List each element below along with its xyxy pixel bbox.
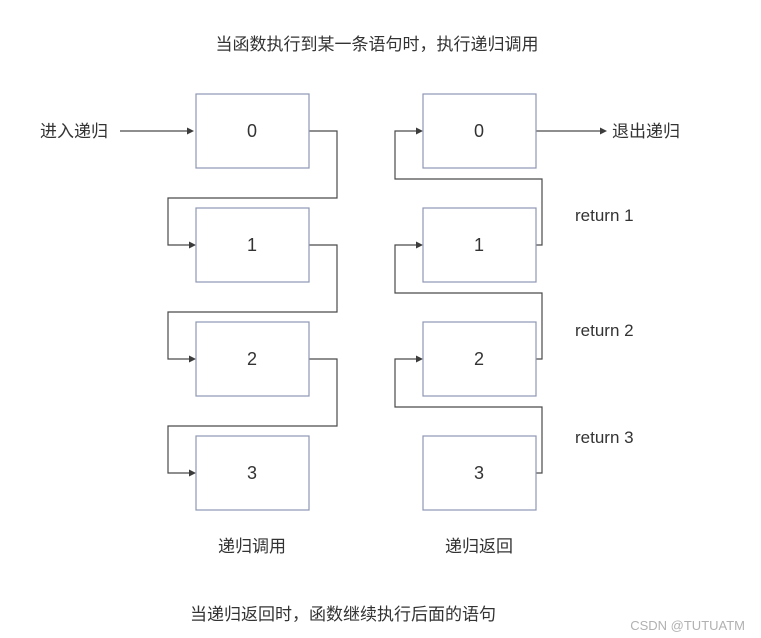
return-frame-box-3 — [422, 435, 537, 511]
csdn-watermark: CSDN @TUTUATM — [630, 618, 745, 633]
call-column-numbers: 0 1 2 3 — [247, 121, 257, 483]
call-connector-1-2 — [167, 244, 338, 363]
return-connector-2-1 — [394, 241, 543, 360]
return-frame-number: 3 — [474, 463, 484, 483]
call-connector-0-1 — [167, 130, 338, 249]
call-frame-box-2 — [195, 321, 310, 397]
call-frame-number: 3 — [247, 463, 257, 483]
call-column-caption: 递归调用 — [218, 537, 286, 556]
return-column-caption: 递归返回 — [445, 537, 513, 556]
call-connector-2-3 — [167, 358, 338, 477]
return-frame-box-0 — [422, 93, 537, 169]
return-column — [422, 93, 537, 511]
call-column — [195, 93, 310, 511]
call-frame-box-3 — [195, 435, 310, 511]
return-frame-number: 0 — [474, 121, 484, 141]
return-value-label-3: return 3 — [575, 428, 634, 447]
call-frame-number: 0 — [247, 121, 257, 141]
return-value-label-2: return 2 — [575, 321, 634, 340]
return-value-label-1: return 1 — [575, 206, 634, 225]
exit-recursion-label: 退出递归 — [612, 122, 680, 141]
call-frame-box-1 — [195, 207, 310, 283]
return-frame-number: 2 — [474, 349, 484, 369]
connector-lines — [120, 127, 607, 477]
call-frame-number: 1 — [247, 235, 257, 255]
return-frame-number: 1 — [474, 235, 484, 255]
footer-caption: 当递归返回时，函数继续执行后面的语句 — [190, 605, 496, 624]
enter-recursion-label: 进入递归 — [40, 122, 108, 141]
return-frame-box-2 — [422, 321, 537, 397]
diagram-title: 当函数执行到某一条语句时，执行递归调用 — [216, 35, 539, 54]
return-connector-1-0 — [394, 127, 543, 246]
return-column-numbers: 0 1 2 3 — [474, 121, 484, 483]
return-frame-box-1 — [422, 207, 537, 283]
return-connector-3-2 — [394, 355, 543, 474]
call-frame-box-0 — [195, 93, 310, 169]
call-frame-number: 2 — [247, 349, 257, 369]
